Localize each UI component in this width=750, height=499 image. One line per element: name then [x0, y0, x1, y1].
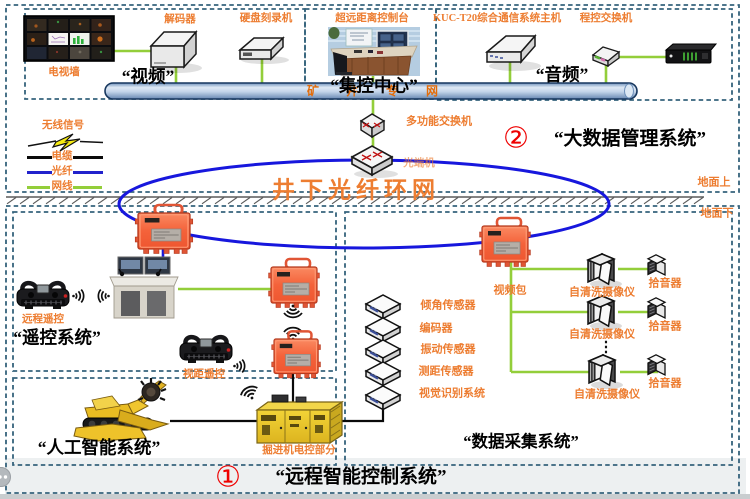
bus-char-4: 网 — [425, 84, 439, 98]
sensor-vibration-label: 振动传感器 — [420, 343, 476, 356]
bottom-window-edge — [0, 494, 750, 499]
bus-char-3: 专 — [385, 84, 399, 98]
tv-wall — [23, 15, 115, 62]
remote2-label: 视距遥控 — [183, 368, 225, 380]
optical-terminal-device — [350, 145, 398, 178]
ecu-label: 掘进机电控部分 — [262, 444, 336, 456]
pickup-2-label: 拾音器 — [648, 320, 682, 333]
bottom-gray-band — [5, 458, 746, 494]
page-prev-button[interactable] — [0, 467, 11, 487]
camera-2-label: 自清洗摄像仪 — [569, 328, 635, 341]
comm-host-label: KUC-T20综合通信系统主机 — [432, 12, 562, 24]
ground-above-label: 地面上 — [697, 176, 731, 189]
legend-cable-label: 电缆 — [51, 150, 73, 162]
ai-system-frame — [12, 377, 337, 466]
legend — [27, 133, 104, 189]
daq-system-label: “数据采集系统” — [463, 431, 579, 451]
decoder-device — [149, 29, 202, 73]
roadheader-ecu-box — [255, 394, 344, 445]
legend-wireless-icon — [27, 133, 104, 152]
tv-wall-label: 电视墙 — [48, 66, 80, 78]
pickup-1-label: 拾音器 — [648, 277, 682, 290]
remote1-label: 远程遥控 — [22, 313, 64, 325]
ground-below-label: 地面下 — [700, 207, 734, 220]
audio-section-frame — [435, 8, 733, 101]
remote-controller-line-of-sight — [180, 337, 232, 363]
operator-console — [109, 256, 179, 319]
legend-ethernet-label: 网线 — [51, 180, 73, 192]
camera-3-label: 自清洗摄像仪 — [574, 388, 640, 401]
audio-section-label: “音频” — [535, 64, 589, 85]
sensor-tilt-label: 倾角传感器 — [420, 299, 476, 312]
remote-system-frame — [12, 211, 337, 372]
underground-section-frame — [5, 205, 740, 494]
network-bus-bar — [104, 82, 638, 100]
video-pack-label: 视频包 — [493, 284, 527, 297]
legend-fiber-label: 光纤 — [51, 165, 73, 177]
remote-system-label: “遥控系统” — [13, 327, 101, 348]
camera-ellipsis: ⋮ — [598, 339, 614, 356]
video-section-label: “视频” — [121, 66, 175, 87]
main-system-label: “远程智能控制系统” — [275, 466, 447, 488]
ai-system-label: “人工智能系统” — [37, 437, 161, 458]
sensor-vision-label: 视觉识别系统 — [419, 387, 485, 400]
sensor-encoder-label: 编码器 — [419, 322, 453, 335]
bus-char-2: 井 — [345, 84, 359, 98]
big-data-label: “大数据管理系统” — [553, 128, 707, 150]
pickup-3-label: 拾音器 — [648, 377, 682, 390]
remote-controller-long-range — [17, 283, 69, 309]
sensor-ranging-label: 测距传感器 — [418, 365, 474, 378]
camera-1-label: 自清洗摄像仪 — [569, 286, 635, 299]
fiber-ring-label: 井下光纤环网 — [272, 177, 440, 203]
daq-system-frame — [344, 211, 733, 466]
main-system-number: ① — [215, 461, 241, 494]
audio-adapter-device — [591, 46, 621, 68]
optical-terminal-label: 光端机 — [403, 157, 435, 169]
console-label: 超远距离控制台 — [335, 12, 409, 24]
pbx-device — [664, 43, 718, 64]
multifunction-switch-device — [359, 113, 386, 139]
roadheader-machine — [73, 378, 170, 442]
recorder-label: 硬盘刻录机 — [239, 12, 293, 24]
bus-char-1: 矿 — [306, 84, 320, 98]
decoder-label: 解码器 — [164, 13, 196, 25]
hdd-recorder-device — [237, 36, 289, 64]
control-center-label: “集控中心” — [330, 75, 418, 96]
big-data-number: ② — [503, 122, 529, 155]
multifunction-switch-label: 多功能交换机 — [406, 115, 472, 128]
surface-section-frame — [5, 4, 740, 193]
control-room-photo — [328, 27, 420, 76]
pbx-label: 程控交换机 — [579, 12, 633, 24]
legend-wireless-label: 无线信号 — [42, 119, 84, 131]
comm-host-device — [484, 34, 541, 71]
